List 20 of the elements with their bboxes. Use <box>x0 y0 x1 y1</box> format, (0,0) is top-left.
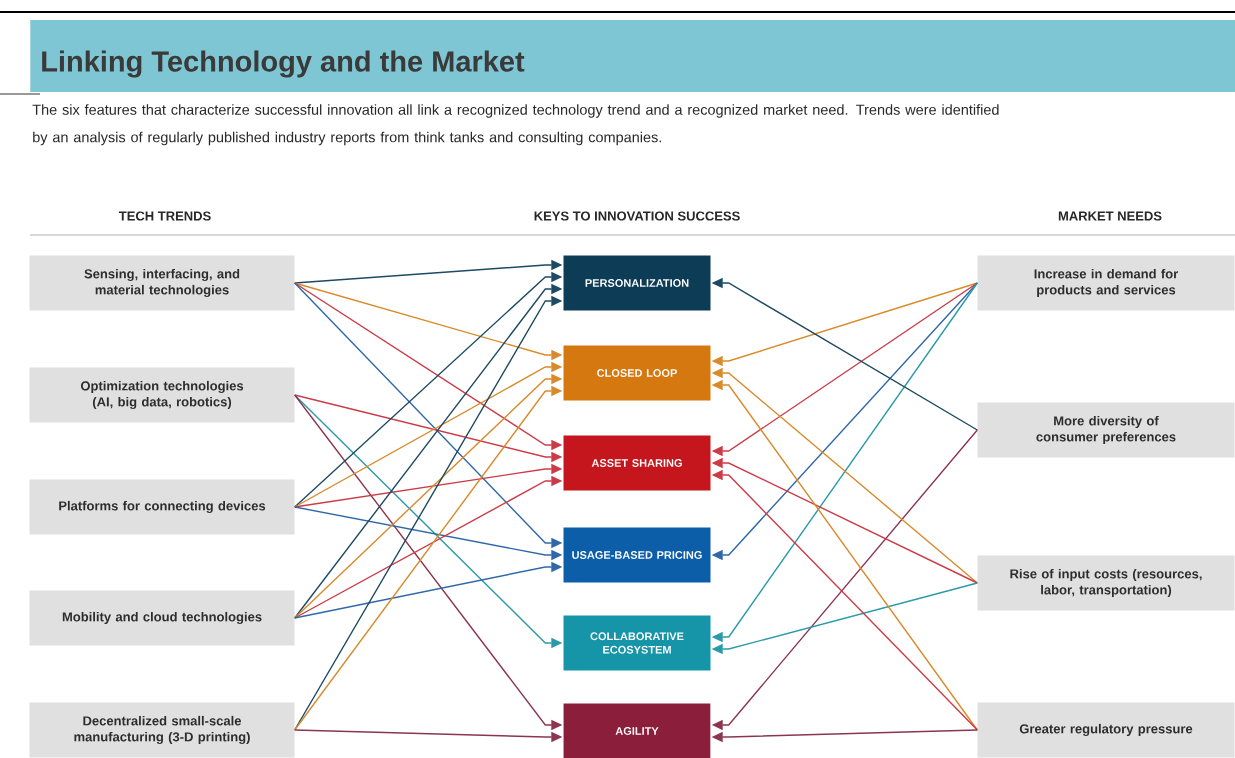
key-box: CLOSED LOOP <box>563 345 711 401</box>
column-heading: TECH TRENDS <box>118 211 211 221</box>
key-box: USAGE-BASED PRICING <box>563 527 711 583</box>
need-box: More diversity of consumer preferences <box>977 402 1235 458</box>
column-heading: KEYS TO INNOVATION SUCCESS <box>534 211 740 221</box>
need-box: Greater regulatory pressure <box>977 702 1235 758</box>
trend-box: Platforms for connecting devices <box>29 479 295 535</box>
key-box: COLLABORATIVE ECOSYSTEM <box>563 615 711 671</box>
key-box: PERSONALIZATION <box>563 255 711 311</box>
trend-box: Mobility and cloud technologies <box>29 590 295 646</box>
trend-box: Decentralized small-scale manufacturing (3-D printing) <box>29 702 295 758</box>
title-band: Linking Technology and the Market <box>30 20 1235 92</box>
column-heading: MARKET NEEDS <box>1058 211 1162 221</box>
need-box: Rise of input costs (resources, labor, transportation) <box>977 555 1235 611</box>
trend-box: Sensing, interfacing, and material technologies <box>29 255 295 311</box>
need-box: Increase in demand for products and services <box>977 255 1235 311</box>
key-box: ASSET SHARING <box>563 435 711 491</box>
caption: The six features that characterize successful innovation all link a recognized technology trend and a recognized market need. Trends were identified by an analysis of regularly published industry reports from think tanks and consulting companies. <box>32 104 999 146</box>
trend-box: Optimization technologies (AI, big data, robotics) <box>29 367 295 423</box>
key-box: AGILITY <box>563 703 711 758</box>
